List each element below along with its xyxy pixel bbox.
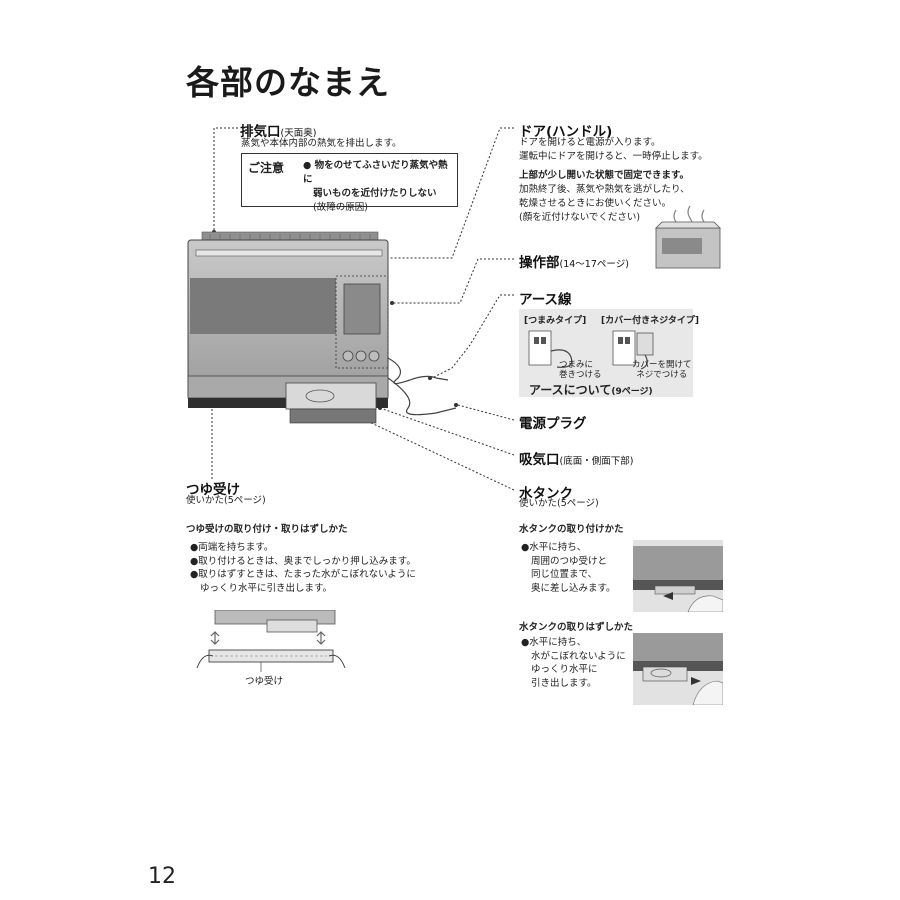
door-note-1: 加熱終了後、蒸気や熱気を逃がしたり、 [519,184,690,195]
tank-attach-l3: 同じ位置まで、 [531,569,598,580]
tank-desc: 使いかた(5ページ) [519,498,599,509]
tank-label: 水タンク [519,486,573,502]
tray-howto-b2: ●取り付けるときは、奥までしっかり押し込みます。 [190,555,416,567]
door-note-2: 乾燥させるときにお使いください。 [519,198,672,209]
tank-remove-steps: ●水平に持ち、 水がこぼれないように ゆっくり水平に 引き出します。 [521,636,626,690]
exhaust-label: 排気口(天面奥) [240,120,316,140]
intake-label-text: 吸気口 [519,452,560,468]
tray-howto-b3b: ゆっくり水平に引き出します。 [200,582,333,594]
earth-type1: [つまみタイプ] [524,316,587,326]
plug-label: 電源プラグ [519,416,587,432]
tray-howto-caption: つゆ受け [245,676,284,687]
door-open-illustration [655,205,721,269]
door-note-bold: 上部が少し開いた状態で固定できます。 [519,170,690,181]
caution-line3: (故障の原因) [313,202,368,213]
earth-about-text: アースについて [529,383,612,397]
earth-box: [つまみタイプ] [カバー付きネジタイプ] つまみに 巻きつける カバーを開けて… [519,309,699,398]
control-label: 操作部(14〜17ページ) [519,251,629,271]
outlet-knob-illustration [528,330,573,368]
tank-remove-l1: ●水平に持ち、 [521,637,587,648]
tank-attach-l4: 奥に差し込みます。 [531,582,616,594]
door-desc-1: ドアを開けると電源が入ります。 [519,137,661,148]
tray-howto-b1: ●両端を持ちます。 [190,542,274,553]
earth-cap2a: カバーを開けて [632,360,692,370]
earth-cap1b: 巻きつける [559,370,602,380]
door-desc: ドアを開けると電源が入ります。 運転中にドアを開けると、一時停止します。 [519,136,708,164]
tray-removal-illustration [196,610,346,672]
earth-caption-1: つまみに 巻きつける [559,360,602,380]
earth-about-sub: (9ページ) [611,387,653,397]
tray-howto-bullets: ●両端を持ちます。 ●取り付けるときは、奥までしっかり押し込みます。 ●取りはず… [190,541,416,595]
tank-attach-photo [633,540,723,612]
intake-label: 吸気口(底面・側面下部) [519,448,633,468]
earth-about: アースについて(9ページ) [529,381,653,398]
tray-label: つゆ受け [186,482,240,498]
tank-attach-l2: 周囲のつゆ受けと [531,555,608,567]
tank-remove-title: 水タンクの取りはずしかた [519,622,634,633]
door-note: 上部が少し開いた状態で固定できます。 加熱終了後、蒸気や熱気を逃がしたり、 乾燥… [519,169,690,225]
control-label-text: 操作部 [519,255,560,271]
page-title: 各部のなまえ [186,63,390,102]
exhaust-desc: 蒸気や本体内部の熱気を排出します。 [241,138,402,149]
control-sub: (14〜17ページ) [559,259,629,270]
tank-attach-title: 水タンクの取り付けかた [519,524,624,535]
tank-remove-l3: ゆっくり水平に [531,664,598,675]
tray-howto-b3: ●取りはずすときは、たまった水がこぼれないように [190,569,416,580]
caution-line1: ● 物をのせてふさいだり蒸気や熱に [303,160,448,185]
tank-attach-l1: ●水平に持ち、 [521,542,587,553]
earth-label: アース線 [519,292,572,308]
page-number: 12 [148,864,176,889]
earth-caption-2: カバーを開けて ネジでつける [632,360,692,380]
exhaust-label-text: 排気口 [240,124,281,140]
tray-desc: 使いかた(5ページ) [186,495,266,506]
caution-line2: 弱いものを近付けたりしない [313,188,437,199]
exhaust-sub: (天面奥) [280,128,317,139]
tray-howto-title: つゆ受けの取り付け・取りはずしかた [186,524,348,535]
earth-cap1a: つまみに [559,360,594,370]
caution-tag: ご注意 [248,161,285,175]
tank-remove-l2: 水がこぼれないように [531,650,626,662]
tank-remove-photo [633,633,723,705]
tank-attach-steps: ●水平に持ち、 周囲のつゆ受けと 同じ位置まで、 奥に差し込みます。 [521,541,616,595]
earth-type2: [カバー付きネジタイプ] [601,316,700,326]
intake-sub: (底面・側面下部) [559,456,634,467]
caution-text: ● 物をのせてふさいだり蒸気や熱に 弱いものを近付けたりしない (故障の原因) [303,159,457,215]
outlet-screw-illustration [612,330,654,370]
door-note-3: (顔を近付けないでください) [519,212,641,223]
door-desc-2: 運転中にドアを開けると、一時停止します。 [519,151,708,162]
oven-illustration [187,231,457,424]
door-label: ドア(ハンドル) [519,124,613,140]
tank-remove-l4: 引き出します。 [531,677,597,689]
earth-cap2b: ネジでつける [636,370,688,380]
caution-box: ご注意 ● 物をのせてふさいだり蒸気や熱に 弱いものを近付けたりしない (故障の… [241,153,458,213]
